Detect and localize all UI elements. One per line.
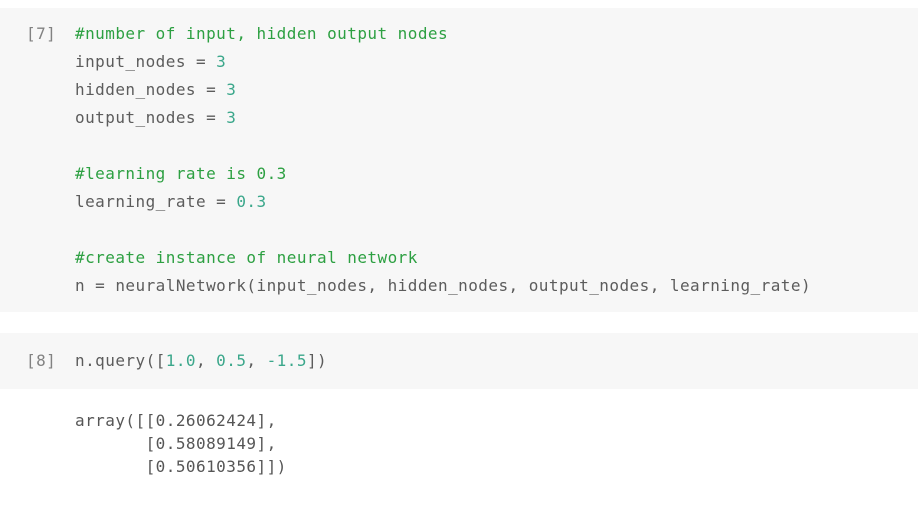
code-token-code: input_nodes = <box>75 52 217 71</box>
code-token-number: 3 <box>226 108 237 127</box>
code-token-code: , <box>196 351 217 370</box>
code-token-number: 3 <box>226 80 237 99</box>
code-cell[interactable]: [8] n.query([1.0, 0.5, -1.5]) <box>0 333 918 389</box>
code-token-number: 3 <box>216 52 227 71</box>
code-token-number: 0.3 <box>236 192 267 211</box>
code-token-code: ]) <box>306 351 328 370</box>
code-line: input_nodes = 3 <box>75 52 226 71</box>
code-token-comment: #learning rate is 0.3 <box>75 164 287 183</box>
code-line: output_nodes = 3 <box>75 108 236 127</box>
cell-output: array([[0.26062424], [0.58089149], [0.50… <box>75 409 287 478</box>
code-line: #create instance of neural network <box>75 248 418 267</box>
code-token-comment: #number of input, hidden output nodes <box>75 24 449 43</box>
code-token-code: learning_rate = <box>75 192 237 211</box>
code-editor[interactable]: n.query([1.0, 0.5, -1.5]) <box>75 347 327 375</box>
code-token-code: output_nodes = <box>75 108 227 127</box>
code-token-number: 0.5 <box>216 351 247 370</box>
output-text: array([[0.26062424], [0.58089149], [0.50… <box>75 411 287 476</box>
code-line: n.query([1.0, 0.5, -1.5]) <box>75 351 327 370</box>
code-token-code: n.query([ <box>75 351 166 370</box>
code-line: n = neuralNetwork(input_nodes, hidden_no… <box>75 276 811 295</box>
execution-count: [7] <box>26 24 57 43</box>
code-token-code: , <box>246 351 267 370</box>
code-editor[interactable]: #number of input, hidden output nodes in… <box>75 20 811 300</box>
code-token-number: 1.0 <box>165 351 196 370</box>
code-line: learning_rate = 0.3 <box>75 192 267 211</box>
code-line: #number of input, hidden output nodes <box>75 24 448 43</box>
code-token-comment: #create instance of neural network <box>75 248 418 267</box>
code-token-number: -1.5 <box>266 351 307 370</box>
code-token-code: hidden_nodes = <box>75 80 227 99</box>
execution-count: [8] <box>26 351 57 370</box>
code-line: hidden_nodes = 3 <box>75 80 236 99</box>
code-token-code: n = neuralNetwork(input_nodes, hidden_no… <box>75 276 812 295</box>
code-line: #learning rate is 0.3 <box>75 164 287 183</box>
code-cell[interactable]: [7] #number of input, hidden output node… <box>0 8 918 312</box>
